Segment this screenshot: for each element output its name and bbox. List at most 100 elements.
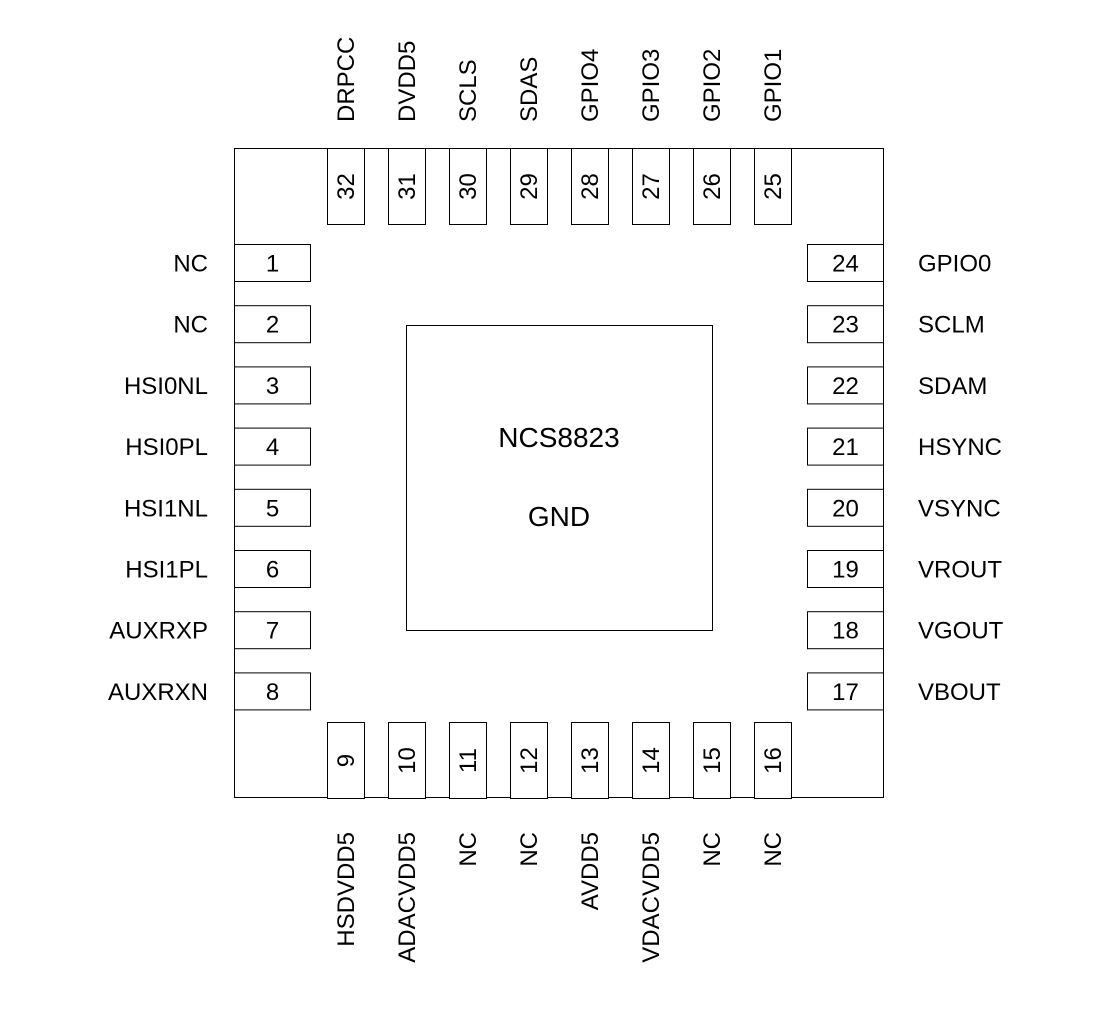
pin-name: NC: [173, 312, 208, 339]
pin-name: VBOUT: [918, 679, 1001, 706]
pin-number: 16: [760, 747, 787, 774]
pin-left: 3 HSI0NL: [124, 366, 311, 405]
pin-number: 21: [832, 434, 859, 461]
pin-number: 26: [699, 173, 726, 200]
pin-name: AUXRXP: [109, 618, 208, 645]
pin-left: 2NC: [173, 305, 311, 344]
pin-name: HSI1NL: [124, 495, 208, 522]
pin-box: [234, 305, 311, 344]
pin-name: HSI0NL: [124, 373, 208, 400]
pin-box: [807, 244, 884, 282]
pin-box: [234, 427, 311, 466]
pin-top: 29 SDAS: [510, 57, 548, 225]
pin-box: [807, 611, 884, 650]
pin-name: GPIO0: [918, 251, 991, 278]
pin-right: 18 VGOUT: [807, 611, 1004, 650]
pin-box: [807, 488, 884, 527]
pin-number: 8: [266, 679, 279, 706]
pin-box: [388, 722, 426, 799]
pin-number: 30: [455, 173, 482, 200]
pin-number: 6: [266, 557, 279, 584]
pin-box: [449, 722, 487, 799]
pin-number: 1: [266, 251, 279, 278]
pin-name: SCLM: [918, 312, 985, 339]
pin-box: [327, 148, 365, 225]
pin-right: 20 VSYNC: [807, 488, 1001, 527]
pin-name: HSDVDD5: [333, 832, 360, 947]
pin-name: NC: [760, 832, 787, 867]
pin-number: 19: [832, 557, 859, 584]
pin-number: 14: [638, 747, 665, 774]
pin-number: 3: [266, 373, 279, 400]
pin-number: 32: [333, 173, 360, 200]
pin-box: [571, 148, 609, 225]
pin-name: DVDD5: [394, 41, 421, 122]
pin-top: 31 DVDD5: [388, 41, 426, 225]
exposed-pad: [406, 325, 713, 631]
pin-name: NC: [455, 832, 482, 867]
pin-number: 22: [832, 373, 859, 400]
pin-name: NC: [699, 832, 726, 867]
pin-name: NC: [173, 251, 208, 278]
pin-number: 18: [832, 618, 859, 645]
pin-name: AVDD5: [577, 832, 604, 910]
pin-name: SDAS: [516, 57, 543, 122]
pin-box: [807, 305, 884, 344]
pin-number: 29: [516, 173, 543, 200]
pin-right: 21 HSYNC: [807, 427, 1002, 466]
pin-name: SCLS: [455, 59, 482, 122]
pin-name: SDAM: [918, 373, 987, 400]
pin-box: [234, 366, 311, 405]
pin-box: [388, 148, 426, 225]
pin-name: GPIO3: [638, 49, 665, 122]
pin-box: [807, 672, 884, 711]
pin-name: VGOUT: [918, 618, 1004, 645]
pin-number: 15: [699, 747, 726, 774]
pin-box: [693, 722, 731, 799]
pin-box: [754, 722, 792, 799]
pin-box: [449, 148, 487, 225]
pin-name: HSYNC: [918, 434, 1002, 461]
pin-box: [234, 244, 311, 282]
pin-number: 17: [832, 679, 859, 706]
pin-number: 25: [760, 173, 787, 200]
pin-name: VSYNC: [918, 495, 1001, 522]
part-number: NCS8823: [498, 422, 619, 453]
pin-number: 20: [832, 495, 859, 522]
pins-group: 1NC2NC3HSI0NL4HSI0PL5HSI1NL6HSI1PL7AUXRX…: [108, 37, 1004, 963]
pin-number: 11: [455, 748, 482, 773]
pin-number: 31: [394, 173, 421, 200]
pin-box: [754, 148, 792, 225]
pin-number: 12: [516, 747, 543, 774]
pin-box: [632, 148, 670, 225]
pin-number: 23: [832, 312, 859, 339]
pin-left: 1 NC: [173, 244, 311, 282]
pin-box: [234, 611, 311, 650]
pin-name: GPIO1: [760, 49, 787, 122]
pin-number: 10: [394, 747, 421, 774]
pin-right: 17 VBOUT: [807, 672, 1001, 711]
pin-box: [807, 366, 884, 405]
pin-box: [234, 488, 311, 527]
pin-name: ADACVDD5: [394, 832, 421, 963]
pin-box: [807, 427, 884, 466]
pin-name: HSI0PL: [125, 434, 208, 461]
